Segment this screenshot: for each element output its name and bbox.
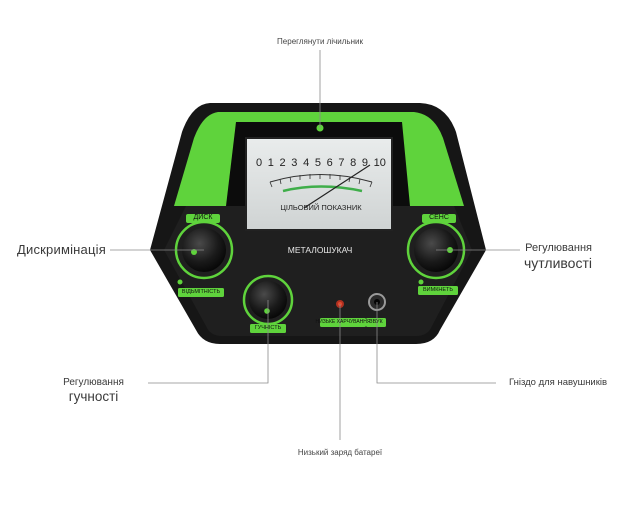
callout-lines bbox=[110, 50, 520, 440]
battery-label-plate bbox=[320, 318, 366, 327]
sens-sub-text: ВИМКНЕТЬ bbox=[422, 287, 454, 293]
callout-volume-line2: гучності bbox=[68, 389, 119, 404]
disc-label-plate bbox=[186, 214, 220, 223]
callout-volume-line1: Регулювання bbox=[63, 377, 124, 388]
sens-plate-text: СЕНС bbox=[429, 214, 449, 221]
panel-inner-face bbox=[164, 206, 472, 336]
callout-meter-view: Переглянути лічильник bbox=[277, 37, 363, 46]
scale-num: 7 bbox=[338, 157, 345, 169]
scale-num: 2 bbox=[279, 157, 286, 169]
callout-headphone-jack: Гніздо для навушників bbox=[509, 377, 608, 388]
callout-sensitivity: Регулювання чутливості bbox=[524, 242, 592, 271]
disc-sub-text: ВІДЬМІТНІСТЬ bbox=[181, 289, 221, 295]
disc-indicator-led bbox=[177, 279, 183, 285]
battery-plate-text: НИЗЬКЕ ХАРЧУВАННЯ bbox=[315, 319, 371, 325]
meter-scale-numbers: 0 1 2 3 4 5 6 7 8 9 10 bbox=[256, 157, 386, 169]
scale-num: 0 bbox=[256, 157, 263, 169]
jack-label-plate bbox=[366, 318, 386, 327]
callout-sensitivity-line1: Регулювання bbox=[525, 242, 592, 254]
callout-volume: Регулювання гучності bbox=[46, 377, 141, 404]
meter-green-zone bbox=[282, 185, 363, 193]
volume-plate-text: ГУЧНІСТЬ bbox=[254, 325, 282, 331]
disc-knob-dot bbox=[191, 249, 197, 255]
scale-num: 8 bbox=[350, 157, 357, 169]
brand-label: МЕТАЛОШУКАЧ bbox=[287, 245, 353, 255]
volume-knob-dot bbox=[264, 308, 270, 314]
meter-ticks bbox=[269, 174, 373, 188]
meter-caption: ЦІЛЬОВИЙ ПОКАЗНИК bbox=[280, 203, 362, 212]
scale-num: 9 bbox=[361, 157, 369, 169]
scale-num: 3 bbox=[291, 157, 298, 169]
callout-sensitivity-line2: чутливості bbox=[524, 255, 592, 271]
disc-plate-text: ДИСК bbox=[193, 214, 213, 221]
sens-indicator-led bbox=[418, 279, 424, 285]
scale-num: 10 bbox=[373, 157, 386, 169]
meter-arc-scale bbox=[269, 174, 373, 183]
scale-num: 4 bbox=[303, 157, 310, 169]
scale-num: 5 bbox=[314, 157, 321, 169]
scale-num: 1 bbox=[267, 157, 274, 169]
meter-needle bbox=[303, 164, 371, 209]
callout-discrimination: Дискримінація bbox=[17, 242, 106, 257]
disc-sub-plate bbox=[178, 288, 224, 297]
meter-face bbox=[245, 137, 393, 231]
scale-num: 6 bbox=[326, 157, 333, 169]
jack-plate-text: ЗВУК bbox=[369, 319, 383, 325]
callout-low-battery: Низький заряд батареї bbox=[297, 448, 383, 457]
sens-label-plate bbox=[422, 214, 456, 223]
sens-sub-plate bbox=[418, 286, 458, 295]
